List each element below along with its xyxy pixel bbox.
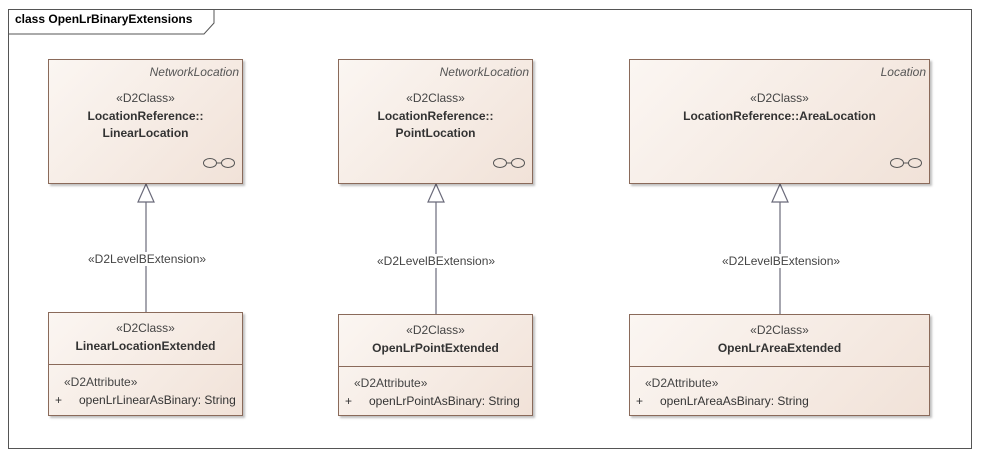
attribute-compartment-divider <box>630 366 929 367</box>
attribute-visibility: + <box>345 394 353 408</box>
attribute-compartment-divider <box>339 366 532 367</box>
class-stereotype: «D2Class» <box>406 323 465 337</box>
class-stereotype: «D2Class» <box>406 91 465 105</box>
association-class-icon <box>203 158 235 168</box>
class-stereotype: «D2Class» <box>750 91 809 105</box>
attribute-row[interactable]: + openLrAreaAsBinary: String <box>636 394 809 408</box>
attribute-visibility: + <box>636 394 644 408</box>
attribute-text: openLrLinearAsBinary: String <box>79 393 236 407</box>
class-name: LinearLocationExtended <box>75 339 216 353</box>
class-linear-location-extended[interactable]: «D2Class» LinearLocationExtended «D2Attr… <box>48 312 243 416</box>
class-openlr-point-extended[interactable]: «D2Class» OpenLrPointExtended «D2Attribu… <box>338 314 533 416</box>
attribute-row[interactable]: + openLrLinearAsBinary: String <box>55 393 236 407</box>
association-class-icon <box>493 158 525 168</box>
class-name-line: PointLocation <box>395 126 476 140</box>
class-point-location[interactable]: NetworkLocation «D2Class» LocationRefere… <box>338 59 533 184</box>
attribute-stereotype: «D2Attribute» <box>645 376 719 390</box>
generalization-link-area[interactable] <box>768 182 792 316</box>
parent-class-label: NetworkLocation <box>439 65 529 79</box>
attribute-stereotype: «D2Attribute» <box>64 375 138 389</box>
link-label-linear: «D2LevelBExtension» <box>88 252 207 266</box>
diagram-frame <box>8 9 972 449</box>
class-name-line: LinearLocation <box>102 126 189 140</box>
class-name-line: LocationReference:: <box>87 109 204 123</box>
attribute-row[interactable]: + openLrPointAsBinary: String <box>345 394 520 408</box>
generalization-link-linear[interactable] <box>134 182 158 314</box>
attribute-visibility: + <box>55 393 63 407</box>
class-openlr-area-extended[interactable]: «D2Class» OpenLrAreaExtended «D2Attribut… <box>629 314 930 416</box>
parent-class-label: NetworkLocation <box>149 65 239 79</box>
class-name: OpenLrPointExtended <box>372 341 499 355</box>
class-stereotype: «D2Class» <box>750 323 809 337</box>
class-stereotype: «D2Class» <box>116 91 175 105</box>
parent-class-label: Location <box>880 65 926 79</box>
frame-title-tab <box>8 9 215 35</box>
attribute-compartment-divider <box>49 364 242 365</box>
attribute-text: openLrAreaAsBinary: String <box>660 394 809 408</box>
class-name: OpenLrAreaExtended <box>717 341 842 355</box>
class-linear-location[interactable]: NetworkLocation «D2Class» LocationRefere… <box>48 59 243 184</box>
link-label-area: «D2LevelBExtension» <box>722 254 841 268</box>
class-area-location[interactable]: Location «D2Class» LocationReference::Ar… <box>629 59 930 184</box>
attribute-stereotype: «D2Attribute» <box>354 376 428 390</box>
frame-title: class OpenLrBinaryExtensions <box>15 12 193 26</box>
class-stereotype: «D2Class» <box>116 321 175 335</box>
generalization-link-point[interactable] <box>424 182 448 316</box>
class-name-line: LocationReference:: <box>377 109 494 123</box>
link-label-point: «D2LevelBExtension» <box>377 254 496 268</box>
association-class-icon <box>890 158 922 168</box>
class-name-line: LocationReference::AreaLocation <box>683 109 876 123</box>
attribute-text: openLrPointAsBinary: String <box>369 394 520 408</box>
